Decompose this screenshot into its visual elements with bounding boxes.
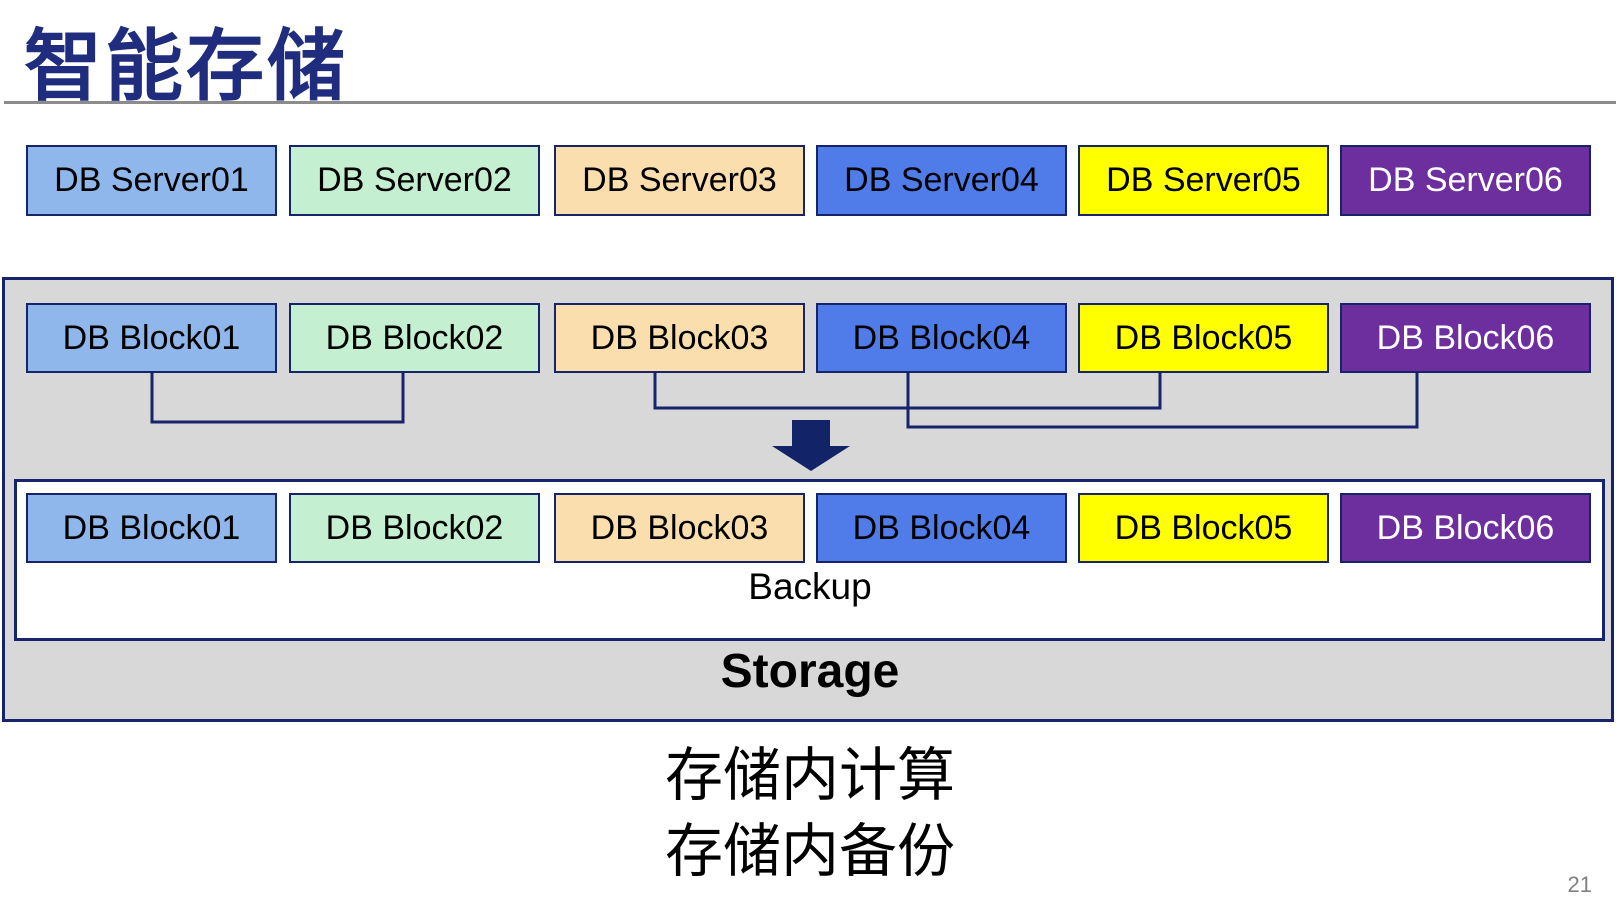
db-server-box-03: DB Server03 xyxy=(554,145,805,216)
db-block-top-03: DB Block03 xyxy=(554,303,805,373)
db-block-bottom-06: DB Block06 xyxy=(1340,493,1591,563)
db-block-bottom-01: DB Block01 xyxy=(26,493,277,563)
db-block-top-06: DB Block06 xyxy=(1340,303,1591,373)
db-block-top-05: DB Block05 xyxy=(1078,303,1329,373)
caption-in-storage-compute: 存储内计算 xyxy=(664,743,955,808)
caption-in-storage-backup: 存储内备份 xyxy=(664,819,955,884)
title-underline xyxy=(4,101,1616,104)
db-block-bottom-03: DB Block03 xyxy=(554,493,805,563)
db-block-top-01: DB Block01 xyxy=(26,303,277,373)
db-block-top-04: DB Block04 xyxy=(816,303,1067,373)
db-server-box-01: DB Server01 xyxy=(26,145,277,216)
db-block-bottom-04: DB Block04 xyxy=(816,493,1067,563)
storage-label: Storage xyxy=(720,645,900,698)
backup-label: Backup xyxy=(748,566,872,607)
page-number: 21 xyxy=(1567,872,1592,897)
page-title: 智能存储 xyxy=(24,22,349,110)
db-block-top-02: DB Block02 xyxy=(289,303,540,373)
db-server-box-04: DB Server04 xyxy=(816,145,1067,216)
db-server-box-05: DB Server05 xyxy=(1078,145,1329,216)
db-block-bottom-02: DB Block02 xyxy=(289,493,540,563)
caption-block: 存储内计算 存储内备份 xyxy=(0,738,1620,890)
db-block-bottom-05: DB Block05 xyxy=(1078,493,1329,563)
backup-container xyxy=(14,479,1605,641)
db-server-box-06: DB Server06 xyxy=(1340,145,1591,216)
db-server-box-02: DB Server02 xyxy=(289,145,540,216)
